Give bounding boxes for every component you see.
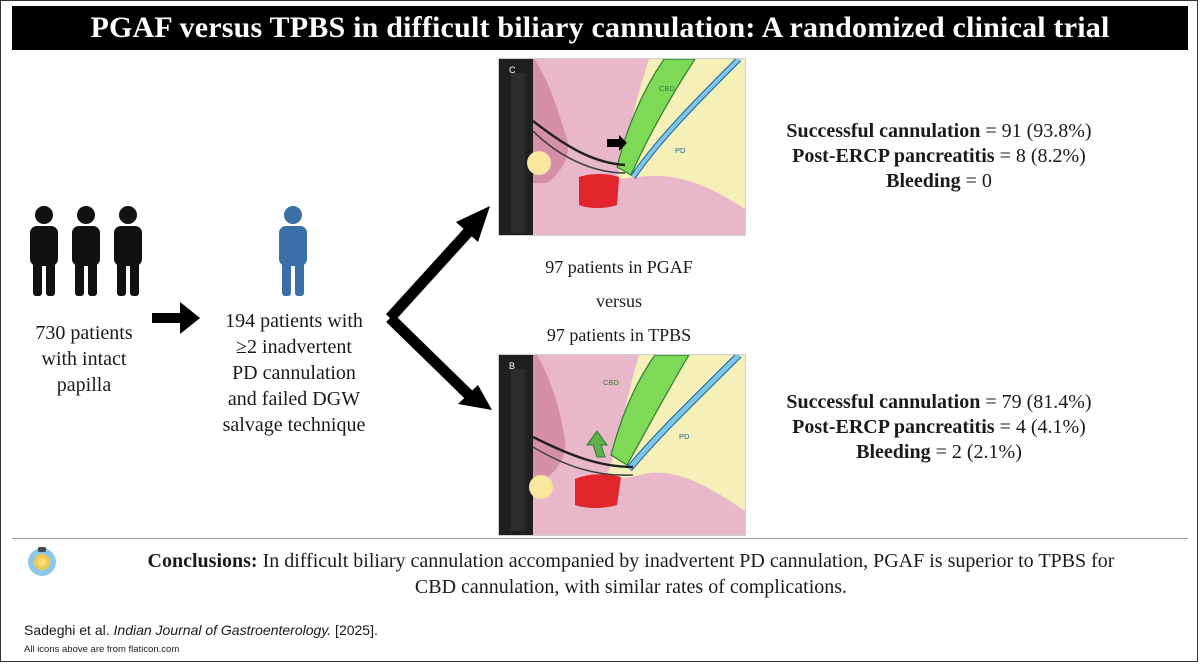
tpbs-results: Successful cannulation = 79 (81.4%) Post… <box>746 390 1132 465</box>
conclusion-text: Conclusions: In difficult biliary cannul… <box>76 548 1186 600</box>
pgaf-illustration: C CBD PD <box>498 58 746 236</box>
tpbs-group-label: 97 patients in TPBS <box>546 325 692 345</box>
result-row: Bleeding = 2 (2.1%) <box>746 440 1132 465</box>
conclusion-line: Conclusions: In difficult biliary cannul… <box>76 548 1186 574</box>
result-label: Successful cannulation <box>786 120 981 142</box>
title-banner: PGAF versus TPBS in difficult biliary ca… <box>12 6 1188 50</box>
result-value: = 4 (4.1%) <box>994 416 1086 438</box>
result-row: Successful cannulation = 91 (93.8%) <box>746 119 1132 144</box>
cohort-line: papilla <box>56 374 112 396</box>
result-row: Bleeding = 0 <box>746 169 1132 194</box>
citation-journal: Indian Journal of Gastroenterology. <box>113 622 332 638</box>
cohort-line: 730 patients <box>35 322 133 344</box>
selected-patient-icon <box>279 206 307 296</box>
person-icon <box>72 206 100 296</box>
selected-description: 194 patients with ≥2 inadvertent PD cann… <box>194 308 394 438</box>
selected-line: and failed DGW <box>227 388 361 410</box>
citation-year: [2025]. <box>331 622 378 638</box>
result-value: = 91 (93.8%) <box>980 120 1092 142</box>
conclusion-line: CBD cannulation, with similar rates of c… <box>414 576 848 598</box>
panel-label: B <box>509 361 515 371</box>
result-row: Post-ERCP pancreatitis = 8 (8.2%) <box>746 144 1132 169</box>
patient-group-icon <box>30 206 142 296</box>
icon-credit: All icons above are from flaticon.com <box>24 644 180 655</box>
result-row: Post-ERCP pancreatitis = 4 (4.1%) <box>746 415 1132 440</box>
pd-label: PD <box>679 432 690 441</box>
pd-label: PD <box>675 146 686 155</box>
cohort-line: with intact <box>41 348 127 370</box>
tpbs-illustration: B CBD PD <box>498 354 746 536</box>
person-icon <box>114 206 142 296</box>
cbd-label: CBD <box>659 84 675 93</box>
result-row: Successful cannulation = 79 (81.4%) <box>746 390 1132 415</box>
conclusion-body: In difficult biliary cannulation accompa… <box>257 550 1115 572</box>
result-value: = 79 (81.4%) <box>980 391 1092 413</box>
versus-label: versus <box>596 291 642 311</box>
cbd-label: CBD <box>603 378 619 387</box>
person-icon <box>30 206 58 296</box>
result-value: = 0 <box>960 170 992 192</box>
panel-label: C <box>509 65 516 75</box>
cohort-description: 730 patients with intact papilla <box>22 320 146 398</box>
result-value: = 2 (2.1%) <box>930 441 1022 463</box>
selected-line: PD cannulation <box>232 362 356 384</box>
result-value: = 8 (8.2%) <box>994 145 1086 167</box>
selected-line: 194 patients with <box>225 310 363 332</box>
pgaf-results: Successful cannulation = 91 (93.8%) Post… <box>746 119 1132 194</box>
result-label: Bleeding <box>886 170 961 192</box>
pgaf-group-label: 97 patients in PGAF <box>545 257 693 277</box>
result-label: Bleeding <box>856 441 931 463</box>
result-label: Post-ERCP pancreatitis <box>792 145 995 167</box>
section-divider <box>12 538 1188 539</box>
selected-line: salvage technique <box>222 414 366 436</box>
result-label: Successful cannulation <box>786 391 981 413</box>
citation: Sadeghi et al. Indian Journal of Gastroe… <box>24 622 378 638</box>
title-text: PGAF versus TPBS in difficult biliary ca… <box>90 11 1110 44</box>
selected-line: ≥2 inadvertent <box>236 336 352 358</box>
citation-authors: Sadeghi et al. <box>24 622 114 638</box>
result-label: Post-ERCP pancreatitis <box>792 416 995 438</box>
conclusion-label: Conclusions: <box>147 550 258 572</box>
lightbulb-icon <box>28 547 56 576</box>
